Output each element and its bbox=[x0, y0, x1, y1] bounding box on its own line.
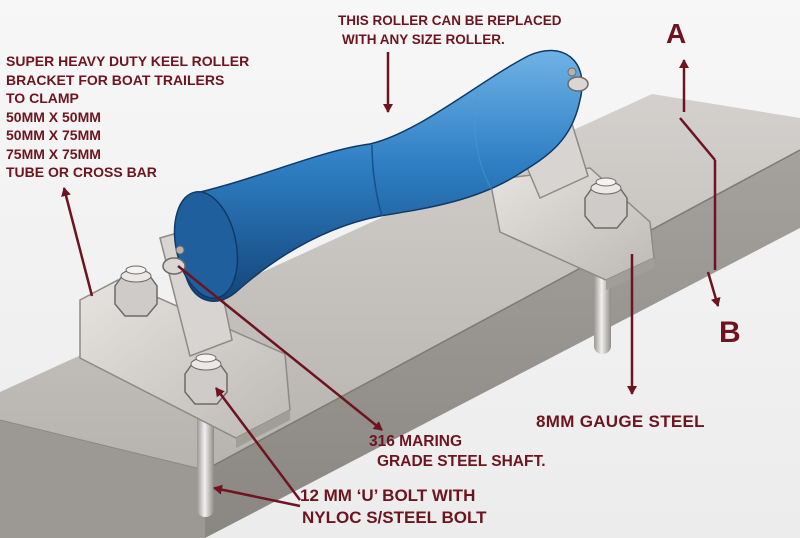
u-bolt-line-1: 12 MM ‘U’ BOLT WITH bbox=[300, 486, 476, 505]
annotation-arrows bbox=[61, 52, 721, 508]
bracket-line-5: 50MM X 75MM bbox=[6, 127, 101, 143]
steel-gauge-label: 8MM GAUGE STEEL bbox=[536, 412, 705, 431]
bracket-arrow bbox=[61, 187, 94, 297]
point-a-label: A bbox=[666, 18, 687, 49]
roller-line-2: WITH ANY SIZE ROLLER. bbox=[342, 32, 505, 47]
nylock-nuts bbox=[114, 177, 628, 405]
u-bolt-arrow-lower bbox=[213, 484, 301, 508]
bracket-line-2: BRACKET FOR BOAT TRAILERS bbox=[6, 71, 225, 88]
shaft-line-1: 316 MARING bbox=[369, 433, 463, 450]
bracket-description-label: SUPER HEAVY DUTY KEEL ROLLER BRACKET FOR… bbox=[6, 52, 249, 182]
point-b-label: B bbox=[719, 316, 741, 349]
keel-roller bbox=[173, 49, 583, 302]
u-bolt-label: 12 MM ‘U’ BOLT WITH NYLOC S/STEEL BOLT bbox=[300, 485, 487, 529]
dimension-line bbox=[679, 117, 716, 161]
shaft-line-2: GRADE STEEL SHAFT. bbox=[377, 453, 546, 470]
bracket-line-4: 50MM X 50MM bbox=[6, 108, 101, 125]
roller-note-label: THIS ROLLER CAN BE REPLACED WITH ANY SIZ… bbox=[338, 11, 562, 49]
u-bolt-line-2: NYLOC S/STEEL BOLT bbox=[302, 508, 487, 527]
bracket-line-3: TO CLAMP bbox=[6, 90, 79, 106]
roller-line-1: THIS ROLLER CAN BE REPLACED bbox=[338, 13, 562, 28]
u-bolt-arrow-upper bbox=[215, 387, 301, 501]
bracket-line-1: SUPER HEAVY DUTY KEEL ROLLER bbox=[6, 53, 250, 69]
bracket-line-6: 75MM X 75MM bbox=[6, 145, 101, 162]
dimension-b-arrow bbox=[706, 271, 721, 307]
steel-shaft bbox=[162, 67, 589, 275]
shaft-label: 316 MARING GRADE STEEL SHAFT. bbox=[369, 432, 546, 472]
bracket-line-7: TUBE OR CROSS BAR bbox=[6, 164, 157, 180]
shaft-arrow bbox=[177, 265, 383, 431]
